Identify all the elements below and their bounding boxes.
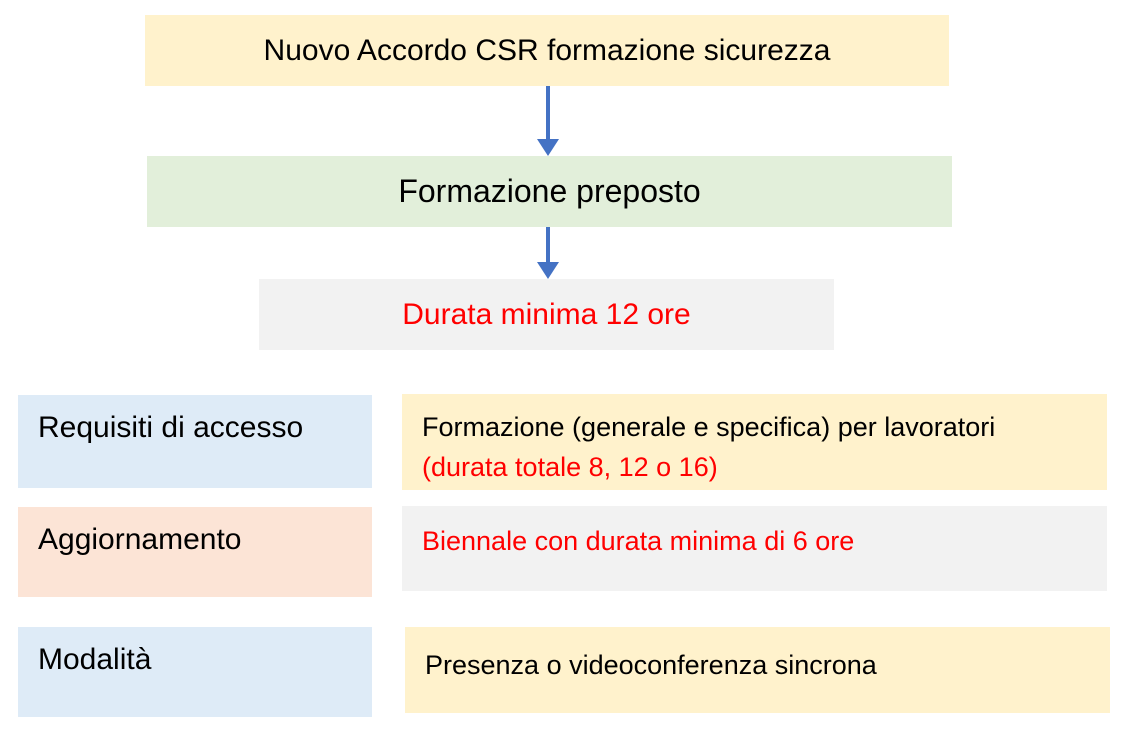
row-value-line2: (durata totale 8, 12 o 16) (422, 452, 718, 482)
arrow-head (537, 139, 559, 156)
row-label-requisiti-di-accesso: Requisiti di accesso (18, 395, 372, 488)
row-label-aggiornamento: Aggiornamento (18, 507, 372, 597)
formazione-preposto-text: Formazione preposto (398, 173, 701, 209)
row-label-modalita: Modalità (18, 627, 372, 717)
row-value-line1: Biennale con durata minima di 6 ore (422, 526, 855, 556)
down-arrow-icon (537, 86, 559, 156)
durata-minima-box: Durata minima 12 ore (259, 279, 834, 350)
arrow-shaft (546, 227, 550, 262)
row-value-requisiti-di-accesso: Formazione (generale e specifica) per la… (402, 394, 1107, 490)
formazione-preposto-box: Formazione preposto (147, 156, 952, 227)
row-value-line1: Formazione (generale e specifica) per la… (422, 412, 996, 442)
durata-minima-text: Durata minima 12 ore (402, 297, 691, 331)
row-label-text: Modalità (38, 643, 152, 676)
arrow-shaft (546, 86, 550, 139)
arrow-head (537, 262, 559, 279)
row-value-modalita: Presenza o videoconferenza sincrona (405, 627, 1110, 713)
row-value-line1: Presenza o videoconferenza sincrona (425, 650, 877, 680)
row-label-text: Aggiornamento (38, 523, 242, 556)
row-label-text: Requisiti di accesso (38, 411, 304, 444)
title-box: Nuovo Accordo CSR formazione sicurezza (145, 15, 949, 86)
down-arrow-icon (537, 227, 559, 279)
title-text: Nuovo Accordo CSR formazione sicurezza (263, 33, 831, 67)
row-value-aggiornamento: Biennale con durata minima di 6 ore (402, 506, 1107, 591)
